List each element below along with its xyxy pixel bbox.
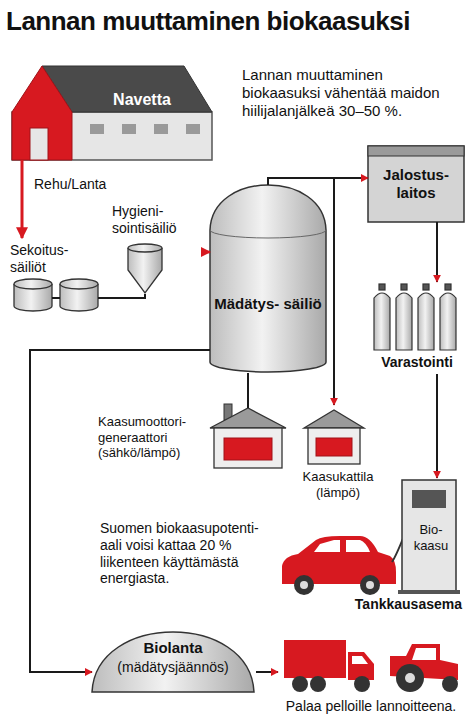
diagram-node: Jalostus- laitos [368, 146, 466, 222]
node-label: Jalostus- laitos [368, 166, 464, 202]
connector [104, 297, 112, 299]
connector [436, 222, 438, 282]
node-label: Palaa pelloille lannoitteena. [278, 698, 464, 715]
hygienisation-tank [128, 244, 162, 293]
title: Lannan muuttaminen biokaasuksi [6, 6, 410, 37]
note-text: Lannan muuttaminen biokaasuksi vähentää … [242, 66, 460, 120]
barn-illustration [12, 66, 212, 160]
gas-cylinders [374, 284, 456, 350]
node-label: Kaasukattila (lämpö) [290, 469, 386, 500]
diagram-node: Navetta [10, 62, 214, 160]
car-illustration [282, 536, 396, 595]
connector [21, 160, 24, 238]
node-label: Bio- kaasu [402, 522, 460, 553]
digester-silo [210, 185, 326, 372]
node-label: Varastointi [370, 354, 464, 371]
diagram-node: Palaa pelloille lannoitteena. [278, 630, 466, 720]
connector [256, 671, 278, 673]
generator-house [210, 404, 286, 468]
boiler-house [304, 410, 364, 464]
connector [268, 178, 334, 405]
node-label: Tankkausasema [350, 596, 462, 613]
diagram-node: Biolanta (mädätysjäännös) [92, 615, 256, 695]
connector [30, 350, 210, 672]
upgrading-plant [368, 146, 464, 222]
node-label: Mädätys- säiliö [210, 295, 326, 313]
pipe [52, 294, 145, 298]
node-label: Biolanta [92, 639, 254, 657]
mixing-tanks [14, 279, 98, 311]
fuel-pump [392, 480, 460, 594]
connector [268, 178, 368, 185]
connector [436, 374, 438, 478]
connector [202, 251, 210, 254]
node-label: (mädätysjäännös) [92, 659, 254, 676]
diagram-node: Kaasumoottori- generaattori (sähkö/lämpö… [98, 408, 286, 478]
edge-label: Rehu/Lanta [32, 176, 108, 193]
diagram-node: Bio- kaasuTankkausasema [350, 478, 464, 618]
digestate-dome [92, 632, 254, 692]
diagram-node: Varastointi [370, 282, 466, 374]
diagram-node: Hygieni- sointisäiliö [112, 203, 202, 300]
node-label: Kaasumoottori- generaattori (sähkö/lämpö… [98, 414, 206, 461]
diagram-node: Sekoitus- säiliöt [8, 238, 104, 316]
node-label: Navetta [72, 90, 212, 109]
truck-and-tractor [284, 640, 458, 692]
diagram-node: Kaasukattila (lämpö) [290, 405, 388, 505]
node-label: Sekoitus- säiliöt [10, 242, 94, 276]
note-text: Suomen biokaasupotenti- aali voisi katta… [100, 520, 274, 587]
node-label: Hygieni- sointisäiliö [112, 203, 200, 237]
diagram-node: Mädätys- säiliö [210, 185, 328, 373]
connector [247, 373, 249, 408]
